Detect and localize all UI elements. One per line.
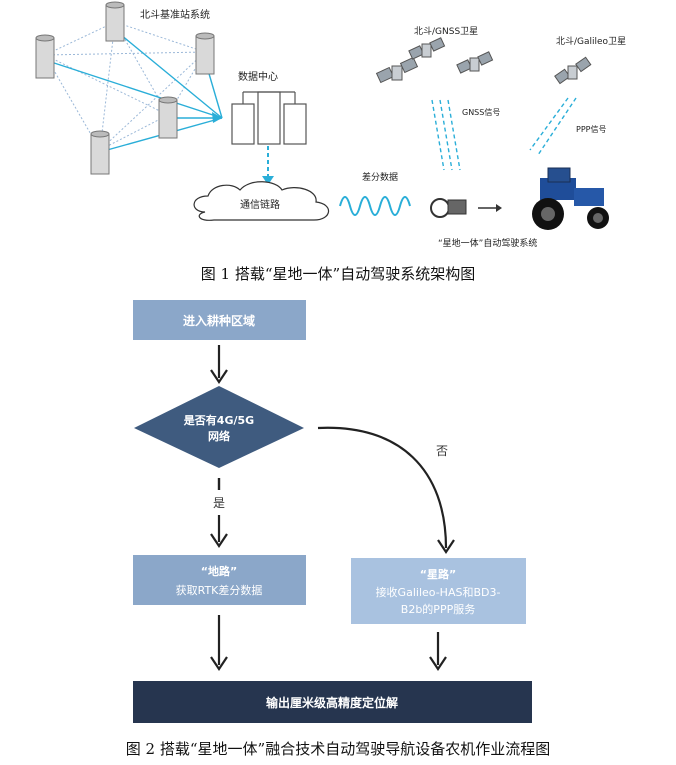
start-label: 进入耕种区域 [183, 313, 255, 328]
star-route-box [351, 558, 526, 624]
arrowhead [210, 533, 228, 548]
arrow-no-curve [317, 426, 448, 549]
decision-label-line2: 网络 [208, 429, 230, 443]
figure1-caption: 图 1 搭载“星地一体”自动驾驶系统架构图 [200, 265, 476, 283]
tractor-icon [532, 167, 609, 230]
arrowhead [210, 656, 228, 671]
star-route-body-line2: B2b的PPP服务 [401, 602, 475, 616]
comm-link-label: 通信链路 [240, 198, 280, 211]
server-icon [231, 91, 307, 145]
autopilot-system-label: “星地一体”自动驾驶系统 [438, 237, 537, 249]
architecture-diagram: 北斗基准站系统 数据中心 通信链路 差分数据 北斗/GNSS卫星 北斗/Gali… [35, 1, 626, 249]
wave-signal [339, 196, 411, 216]
no-label: 否 [436, 444, 448, 458]
arrowhead [496, 204, 502, 212]
decision-diamond [134, 386, 304, 468]
navigation-terminal-icon [430, 198, 467, 218]
data-center-label: 数据中心 [238, 70, 278, 83]
beidou-galileo-satellite-label: 北斗/Galileo卫星 [556, 36, 626, 47]
arrowhead [429, 656, 447, 671]
star-route-title: “星路” [420, 567, 456, 581]
ground-route-body: 获取RTK差分数据 [176, 583, 263, 597]
gnss-signal-lines [431, 99, 461, 171]
gnss-signal-label: GNSS信号 [462, 107, 500, 117]
arrowhead [210, 369, 228, 384]
decision-label-line1: 是否有4G/5G [183, 413, 254, 427]
beidou-gnss-satellite-label: 北斗/GNSS卫星 [414, 26, 478, 37]
ground-route-box [133, 555, 306, 605]
base-station-icon [35, 1, 215, 175]
cloud-link-arrowhead [262, 176, 274, 185]
ground-route-title: “地路” [201, 564, 237, 578]
yes-label: 是 [213, 496, 225, 510]
start-box [133, 300, 306, 340]
figure2-caption: 图 2 搭载“星地一体”融合技术自动驾驶导航设备农机作业流程图 [125, 740, 551, 758]
cloud-icon [193, 181, 330, 221]
output-box [133, 681, 532, 723]
output-label: 输出厘米级高精度定位解 [266, 695, 398, 710]
link-arrowhead [212, 112, 222, 123]
ppp-signal-lines [529, 97, 577, 156]
ppp-signal-label: PPP信号 [576, 124, 606, 134]
base-station-system-label: 北斗基准站系统 [140, 8, 210, 21]
diff-data-label: 差分数据 [362, 171, 398, 183]
arrowhead [437, 539, 455, 554]
star-route-body-line1: 接收Galileo-HAS和BD3- [376, 585, 501, 599]
satellite-icon [375, 37, 592, 85]
